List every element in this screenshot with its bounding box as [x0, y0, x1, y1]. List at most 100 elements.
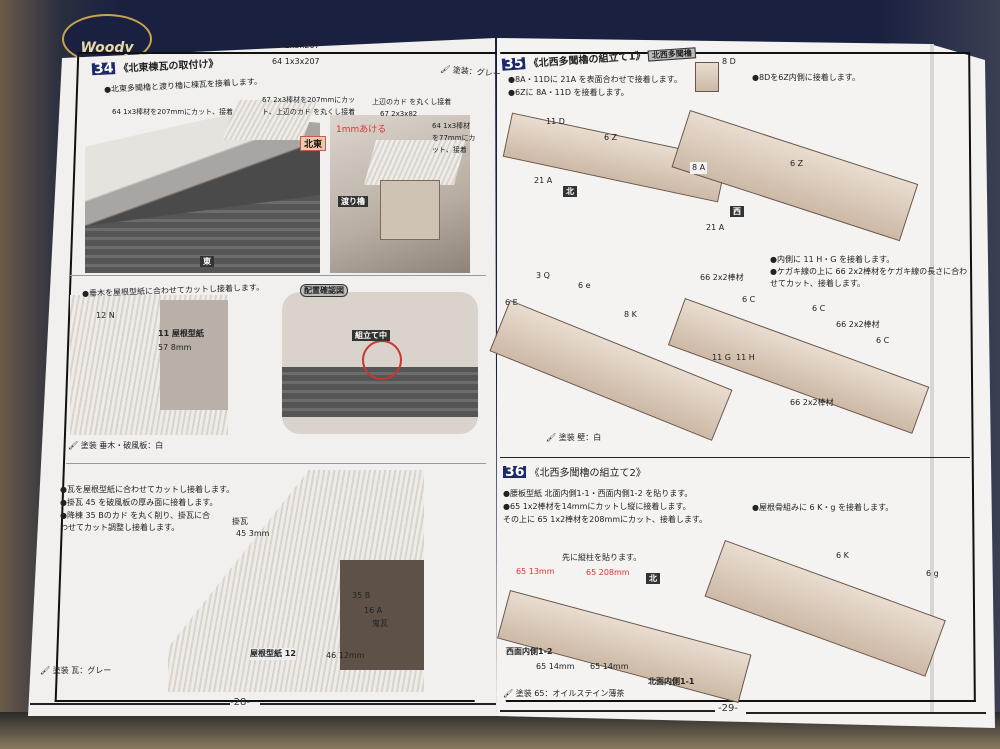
callout-21a-2: 21 A [706, 223, 725, 232]
callout-6k: 6 K [836, 551, 849, 560]
label-nishi: 西 [730, 206, 744, 217]
divider [70, 275, 486, 276]
step36-instruction-1: ●腰板型紙 北面内側1-1・西面内側1-2 を貼ります。 [503, 489, 693, 498]
page-stack-edge [930, 44, 934, 714]
callout-6e: 6 e [578, 281, 591, 290]
section3-paint: 🖌 塗装 瓦：グレー [40, 665, 111, 677]
step36-instruction-2: ●65 1x2棒材を14mmにカットし縦に接着します。 [503, 502, 691, 511]
footer-line [260, 703, 496, 705]
label-north-inner: 北面内側1-1 [648, 677, 695, 686]
callout-right-67: 67 2x3x82 [380, 110, 418, 118]
step-title: 《北西多聞櫓の組立て2》 [529, 468, 646, 479]
step36-paint: 🖌 塗装 65：オイルステイン薄茶 [503, 688, 624, 700]
step36-instruction-right: ●屋根骨組みに 6 K・g を接着します。 [752, 503, 894, 512]
label-kakegawara: 掛瓦 [232, 517, 248, 526]
footer-line [500, 710, 715, 712]
callout-66-b: 66 2x2棒材 [836, 320, 880, 329]
layout-check-photo [282, 292, 478, 434]
step35-instruction-1: ●8A・11Dに 21A を表面合わせで接着します。 [508, 75, 682, 84]
step35-instruction-4: ●ケガキ線の上に 66 2x2棒材をケガキ線の長さに合わせてカット、接着します。 [770, 267, 968, 288]
callout-64: 64 1x3棒材を207mmにカット、接着 [112, 108, 234, 116]
callout-65-208: 65 208mm [586, 568, 630, 577]
label-higashi: 東 [200, 256, 214, 267]
layout-check-label: 配置確認図 [300, 284, 348, 297]
step-number: 34 [91, 60, 116, 78]
page-number-29: -29- [718, 703, 738, 714]
divider [500, 457, 970, 458]
section3-instruction-2: ●掛瓦 45 を破風板の厚み面に接着します。 [60, 498, 218, 507]
step35-instruction-2: ●6Zに 8A・11D を接着します。 [508, 88, 629, 97]
callout-3q: 3 Q [536, 271, 550, 280]
callout-66-c: 66 2x2棒材 [790, 398, 834, 407]
brush-icon: 🖌 [68, 441, 79, 450]
footer-line [30, 703, 230, 705]
label-hokuto: 北東 [300, 136, 327, 151]
step35-instruction-3: ●内側に 11 H・G を接着します。 [770, 255, 895, 264]
label-kita: 北 [563, 186, 577, 197]
step-number: 35 [501, 55, 527, 73]
callout-6c-2: 6 C [812, 304, 826, 313]
roof-template-12: 屋根型紙 12 [250, 648, 296, 660]
label-watari: 渡り櫓 [338, 196, 368, 207]
section3-instruction-1: ●瓦を屋根型紙に合わせてカットし接着します。 [60, 485, 235, 494]
roof-template-11: 11 屋根型紙 [158, 329, 204, 338]
section3-instruction-3: ●降棟 35 Bのカド を丸く削り、掛瓦に合わせてカット調整し接着します。 [60, 511, 210, 532]
callout-6g: 6 g [926, 569, 939, 578]
label-kita: 北 [646, 573, 660, 584]
callout-8a: 8 A [690, 162, 708, 174]
callout-6z-2: 6 Z [790, 159, 804, 168]
footer-line [746, 712, 986, 714]
callout-11d: 11 D [546, 117, 565, 126]
page-number-28: -28- [230, 697, 250, 708]
step-number: 36 [503, 464, 527, 480]
paint-text: 塗装 65：オイルステイン薄茶 [515, 689, 625, 698]
callout-11g: 11 G [712, 353, 731, 362]
step36-heading: 36《北西多聞櫓の組立て2》 [503, 464, 646, 480]
callout-45: 45 3mm [236, 529, 270, 538]
callout-65-13: 65 13mm [516, 567, 555, 576]
step35-instruction-right: ●8Dを6Z内側に接着します。 [752, 73, 860, 82]
step36-instruction-3: その上に 65 1x2棒材を208mmにカット、接着します。 [503, 515, 708, 524]
callout-57: 57 8mm [158, 343, 192, 352]
callout-11h: 11 H [736, 353, 755, 362]
callout-6z: 6 Z [604, 133, 618, 142]
label-1mm-gap: 1mmあける [336, 125, 387, 135]
callout-8k: 8 K [624, 310, 637, 319]
callout-6E: 6 E [505, 298, 518, 307]
label-65-14-a: 65 14mm [536, 662, 575, 671]
callout-12: 12 N [96, 311, 115, 320]
callout-8d: 8 D [722, 57, 736, 66]
label-in-progress: 組立て中 [352, 330, 390, 341]
part-67: 67 2x3x207 [272, 41, 320, 50]
watari-building [380, 180, 440, 240]
brush-icon: 🖌 [439, 64, 451, 75]
callout-67: 67 2x3棒材を207mmにカット、上辺のカド を丸くし接着 [262, 96, 356, 116]
section2-paint: 🖌 塗装 垂木・破風板：白 [68, 440, 163, 452]
brush-icon: 🖌 [546, 433, 557, 442]
label-west-inner: 西面内側1-2 [506, 647, 553, 656]
paint-text: 塗装：グレー [452, 65, 502, 79]
callout-21a: 21 A [534, 176, 553, 185]
callout-66-a: 66 2x2棒材 [700, 273, 744, 282]
brush-icon: 🖌 [40, 666, 51, 675]
callout-right-top: 上辺のカド を丸くし接着 [372, 98, 452, 106]
callout-16: 16 A [364, 606, 383, 615]
step35-paint: 🖌 塗装 壁：白 [546, 432, 601, 444]
divider [66, 463, 486, 464]
callout-35: 35 B [352, 591, 371, 600]
paint-text: 塗装 壁：白 [558, 433, 602, 442]
callout-right-64: 64 1x3棒材を77mmにカット、接着 [432, 122, 476, 154]
brush-icon: 🖌 [503, 689, 514, 698]
highlight-circle [362, 340, 402, 380]
paint-text: 塗装 垂木・破風板：白 [80, 441, 164, 450]
part-8d [695, 62, 719, 92]
callout-6c-1: 6 C [742, 295, 756, 304]
stone-wall [282, 367, 478, 417]
photo-gable-shadow [340, 560, 424, 670]
step35-tag: 北西多聞櫓 [647, 47, 697, 62]
part-64: 64 1x3x207 [272, 57, 320, 66]
callout-46: 46 12mm [326, 651, 365, 660]
photo-rafters-shadow [160, 300, 228, 410]
callout-6c-3: 6 C [876, 336, 890, 345]
note-vertical-post: 先に縦柱を貼ります。 [562, 553, 642, 562]
